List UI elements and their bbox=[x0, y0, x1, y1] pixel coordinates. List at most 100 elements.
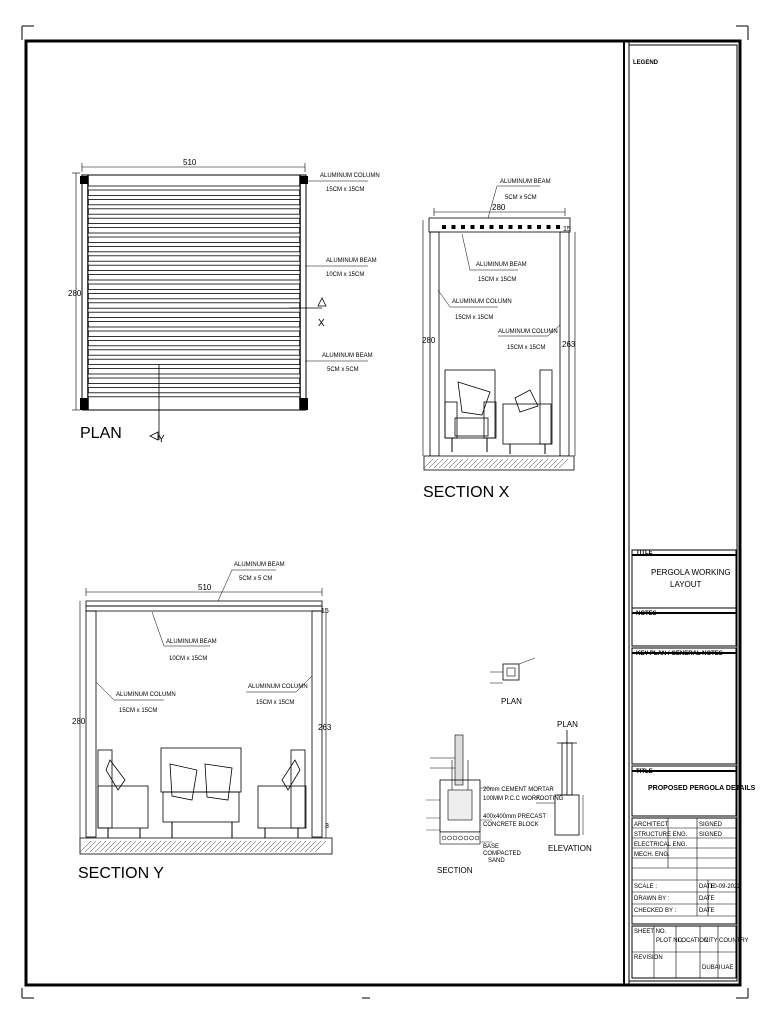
secx-height2-dim: 263 bbox=[562, 340, 576, 349]
secy-top-dim: 15 bbox=[321, 608, 329, 615]
ground-hatch-line bbox=[129, 840, 142, 853]
ground-hatch-line bbox=[114, 840, 127, 853]
ground-hatch-line bbox=[219, 840, 232, 853]
ground-hatch-line bbox=[204, 840, 217, 853]
secy-beam-label: ALUMINUM BEAM bbox=[166, 639, 217, 645]
plan-title: PLAN bbox=[80, 425, 122, 442]
tb-signed: SIGNED bbox=[699, 822, 723, 828]
purlin-square bbox=[537, 225, 541, 229]
tb-drawn-by: DRAWN BY : bbox=[634, 896, 670, 902]
ground-hatch-line bbox=[309, 840, 322, 853]
plan-beam bbox=[87, 251, 301, 257]
ground-hatch-line bbox=[134, 840, 147, 853]
ground-hatch-line bbox=[239, 840, 252, 853]
tb-country-value: UAE bbox=[721, 965, 733, 971]
ground-hatch-line bbox=[518, 458, 529, 469]
ground-hatch-line bbox=[508, 458, 519, 469]
ground-hatch-line bbox=[144, 840, 157, 853]
sheet-border bbox=[24, 39, 742, 987]
purlin-square bbox=[470, 225, 475, 229]
secy-col2-label: ALUMINUM COLUMN bbox=[248, 684, 308, 690]
ground-hatch-line bbox=[214, 840, 227, 853]
secy-col-label: ALUMINUM COLUMN bbox=[116, 692, 176, 698]
tb-city: CITY bbox=[704, 938, 718, 944]
plan-beam bbox=[87, 194, 301, 200]
purlin-square bbox=[518, 225, 522, 229]
plan-beam bbox=[87, 345, 301, 351]
secy-width-dim: 510 bbox=[198, 583, 212, 592]
plan-beam bbox=[87, 260, 301, 266]
gravel-dot bbox=[474, 835, 480, 841]
tb-location: LOCATION bbox=[678, 938, 708, 944]
tb-mech: MECH. ENG. bbox=[634, 852, 670, 858]
section-y-view bbox=[79, 569, 333, 855]
ground-hatch-line bbox=[299, 840, 312, 853]
plan-beam-label: ALUMINUM BEAM bbox=[326, 258, 377, 264]
ground-hatch-line bbox=[259, 840, 272, 853]
tb-legend: LEGEND bbox=[633, 60, 659, 66]
tb-key-plan: KEY PLAN / GENERAL NOTES bbox=[636, 651, 723, 657]
plan-beam2-label: ALUMINUM BEAM bbox=[322, 353, 373, 359]
gravel-dot bbox=[458, 835, 463, 841]
secy-bottom-dim: 3 bbox=[325, 823, 329, 830]
plan-beam bbox=[87, 204, 301, 210]
footing-note4: CONCRETE BLOCK bbox=[483, 822, 539, 828]
ground-hatch-line bbox=[169, 840, 182, 853]
plan-beam bbox=[87, 392, 301, 398]
purlin-square bbox=[508, 225, 513, 229]
ground-hatch-line bbox=[453, 458, 464, 469]
tb-date-value: 10-09-2022 bbox=[710, 884, 741, 890]
plan-cut-x: X bbox=[318, 318, 325, 329]
plan-beam bbox=[87, 307, 301, 313]
ground-hatch-line bbox=[229, 840, 242, 853]
ground-hatch-line bbox=[139, 840, 152, 853]
ground-hatch-line bbox=[94, 840, 107, 853]
tb-date3: DATE bbox=[699, 908, 715, 914]
ground-hatch-line bbox=[528, 458, 539, 469]
plan-beam bbox=[87, 279, 301, 285]
ground-hatch-line bbox=[478, 458, 489, 469]
purlin-square bbox=[442, 225, 446, 229]
secx-beam-top-label: ALUMINUM BEAM bbox=[500, 179, 551, 185]
ground-hatch-line bbox=[234, 840, 247, 853]
ground-hatch-line bbox=[199, 840, 212, 853]
ground-hatch-line bbox=[428, 458, 439, 469]
secx-beam-label: ALUMINUM BEAM bbox=[476, 262, 527, 268]
plan-col-label: ALUMINUM COLUMN bbox=[320, 173, 380, 179]
purlin-square bbox=[527, 225, 532, 229]
secx-beam-size: 15CM x 15CM bbox=[478, 277, 516, 283]
secx-title: SECTION X bbox=[423, 484, 510, 501]
ground-hatch-line bbox=[448, 458, 459, 469]
footing-note5: BASE bbox=[483, 844, 499, 850]
gravel-dot bbox=[452, 835, 458, 841]
secx-beam-top-size: 5CM x 5CM bbox=[505, 195, 537, 201]
ground-hatch-line bbox=[498, 458, 509, 469]
ground-hatch-line bbox=[179, 840, 192, 853]
plan-beam bbox=[87, 223, 301, 229]
ground-hatch-line bbox=[224, 840, 237, 853]
ground-hatch-line bbox=[274, 840, 287, 853]
footing-note2: 100MM P.C.C WORK bbox=[483, 796, 540, 802]
purlin-square bbox=[556, 225, 560, 229]
tb-drawing-title-line1: PERGOLA WORKING bbox=[651, 568, 731, 577]
plan-beam bbox=[87, 270, 301, 276]
ground-hatch-line bbox=[209, 840, 222, 853]
tb-scale: SCALE : bbox=[634, 884, 657, 890]
plan-beam bbox=[87, 298, 301, 304]
secy-beam-top-size: 5CM x 5 CM bbox=[239, 576, 272, 582]
tb-title-header: TITLE bbox=[636, 550, 653, 556]
tb-architect: ARCHITECT bbox=[634, 822, 669, 828]
ground-hatch-line bbox=[99, 840, 112, 853]
ground-hatch-line bbox=[553, 458, 564, 469]
ground-hatch-line bbox=[314, 840, 327, 853]
ground-hatch-line bbox=[438, 458, 449, 469]
secy-beam-top-label: ALUMINUM BEAM bbox=[234, 562, 285, 568]
ground-hatch-line bbox=[304, 840, 317, 853]
plan-height-dim: 280 bbox=[68, 289, 82, 298]
purlin-square bbox=[499, 225, 503, 229]
ground-hatch-line bbox=[184, 840, 197, 853]
title-block bbox=[631, 549, 737, 979]
purlin-square bbox=[546, 225, 551, 229]
tb-notes: NOTES bbox=[636, 611, 657, 617]
